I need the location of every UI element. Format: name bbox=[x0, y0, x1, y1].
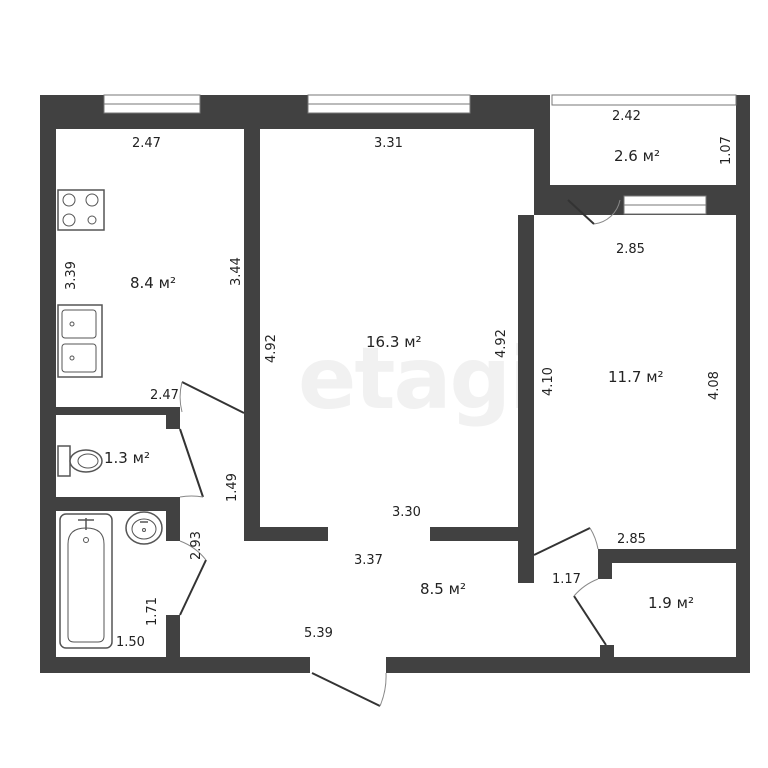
dim-corridor-lower: 2.93 bbox=[189, 531, 204, 560]
dim-corridor-upper: 1.49 bbox=[225, 473, 240, 502]
dimension-labels: 2.47 3.39 3.44 2.47 3.31 4.92 4.92 3.30 … bbox=[64, 109, 734, 650]
dim-closet-door: 1.17 bbox=[552, 572, 581, 587]
living-room-area: 16.3 м² bbox=[366, 333, 422, 351]
bedroom-area: 11.7 м² bbox=[608, 368, 664, 386]
dim-living-bottom: 3.30 bbox=[392, 505, 421, 520]
room-areas: 8.4 м² 16.3 м² 2.6 м² 11.7 м² 1.3 м² 8.5… bbox=[104, 147, 694, 612]
washbasin-icon bbox=[125, 511, 163, 545]
dim-living-top: 3.31 bbox=[374, 136, 403, 151]
watermark: etagi bbox=[298, 329, 537, 429]
dim-hall-top: 3.37 bbox=[354, 553, 383, 568]
dim-living-left: 4.92 bbox=[264, 334, 279, 363]
stove-icon bbox=[57, 189, 105, 231]
balcony-area: 2.6 м² bbox=[614, 147, 660, 165]
dim-bath-bottom: 1.50 bbox=[116, 635, 145, 650]
fixtures bbox=[57, 189, 163, 649]
dim-living-right: 4.92 bbox=[494, 329, 509, 358]
toilet-icon bbox=[57, 445, 103, 477]
toilet-area: 1.3 м² bbox=[104, 449, 150, 467]
hall-area: 8.5 м² bbox=[420, 580, 466, 598]
dim-bedroom-left: 4.10 bbox=[541, 367, 556, 396]
doors bbox=[179, 199, 621, 707]
dim-bath-side: 1.71 bbox=[145, 597, 160, 626]
dim-kitchen-top: 2.47 bbox=[132, 136, 161, 151]
dim-kitchen-left: 3.39 bbox=[64, 261, 79, 290]
windows bbox=[103, 94, 737, 215]
dim-bedroom-top: 2.85 bbox=[616, 242, 645, 257]
dim-kitchen-right: 3.44 bbox=[229, 257, 244, 286]
kitchen-area: 8.4 м² bbox=[130, 274, 176, 292]
dim-bedroom-right: 4.08 bbox=[707, 371, 722, 400]
bathtub-icon bbox=[59, 513, 113, 649]
closet-area: 1.9 м² bbox=[648, 594, 694, 612]
dim-hall-bottom: 5.39 bbox=[304, 626, 333, 641]
dim-bedroom-bottom: 2.85 bbox=[617, 532, 646, 547]
sink-icon bbox=[57, 304, 103, 378]
dim-kitchen-bottom: 2.47 bbox=[150, 388, 179, 403]
dim-balcony-top: 2.42 bbox=[612, 109, 641, 124]
dim-balcony-right: 1.07 bbox=[719, 136, 734, 165]
